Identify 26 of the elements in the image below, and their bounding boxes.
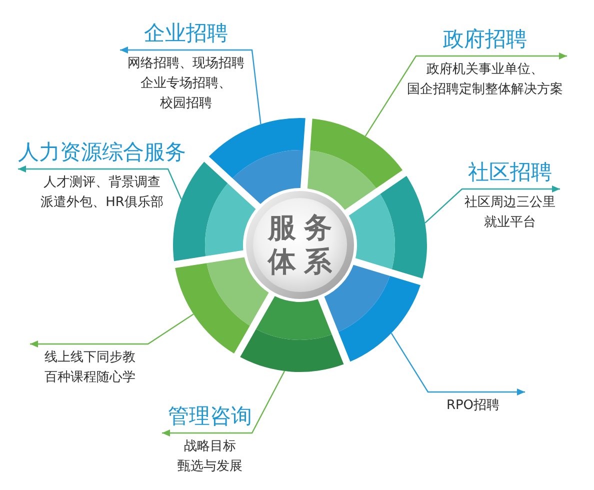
- leader-line: [18, 166, 182, 200]
- leader-line: [30, 314, 194, 348]
- service-description: 社区周边三公里就业平台: [464, 194, 556, 232]
- service-title: 企业招聘: [144, 20, 228, 46]
- ring-segment: [240, 296, 344, 372]
- leader-line: [424, 186, 560, 224]
- ring-segment: [208, 118, 306, 204]
- service-description: 线上线下同步教百种课程随心学: [44, 349, 136, 387]
- leader-line: [390, 332, 525, 396]
- leader-line: [162, 370, 286, 436]
- service-title: 政府招聘: [443, 26, 527, 52]
- leader-line: [120, 46, 262, 124]
- ring-segment: [175, 257, 269, 354]
- hub-label: 服务体系: [268, 211, 332, 279]
- ring-segment: [348, 176, 427, 278]
- service-title: 人力资源综合服务: [18, 139, 186, 165]
- service-description: 战略目标甄选与发展: [178, 438, 242, 476]
- ring-segment: [173, 162, 256, 262]
- service-description: 网络招聘、现场招聘企业专场招聘、校园招聘: [128, 55, 244, 113]
- service-description: RPO招聘: [446, 397, 500, 415]
- service-description: 政府机关事业单位、国企招聘定制整体解决方案: [407, 61, 563, 99]
- leader-line: [364, 52, 567, 136]
- ring-segment: [307, 118, 403, 210]
- service-title: 社区招聘: [468, 159, 552, 185]
- service-title: 管理咨询: [168, 403, 252, 429]
- service-description: 人才测评、背景调查派遣外包、HR俱乐部: [40, 174, 164, 212]
